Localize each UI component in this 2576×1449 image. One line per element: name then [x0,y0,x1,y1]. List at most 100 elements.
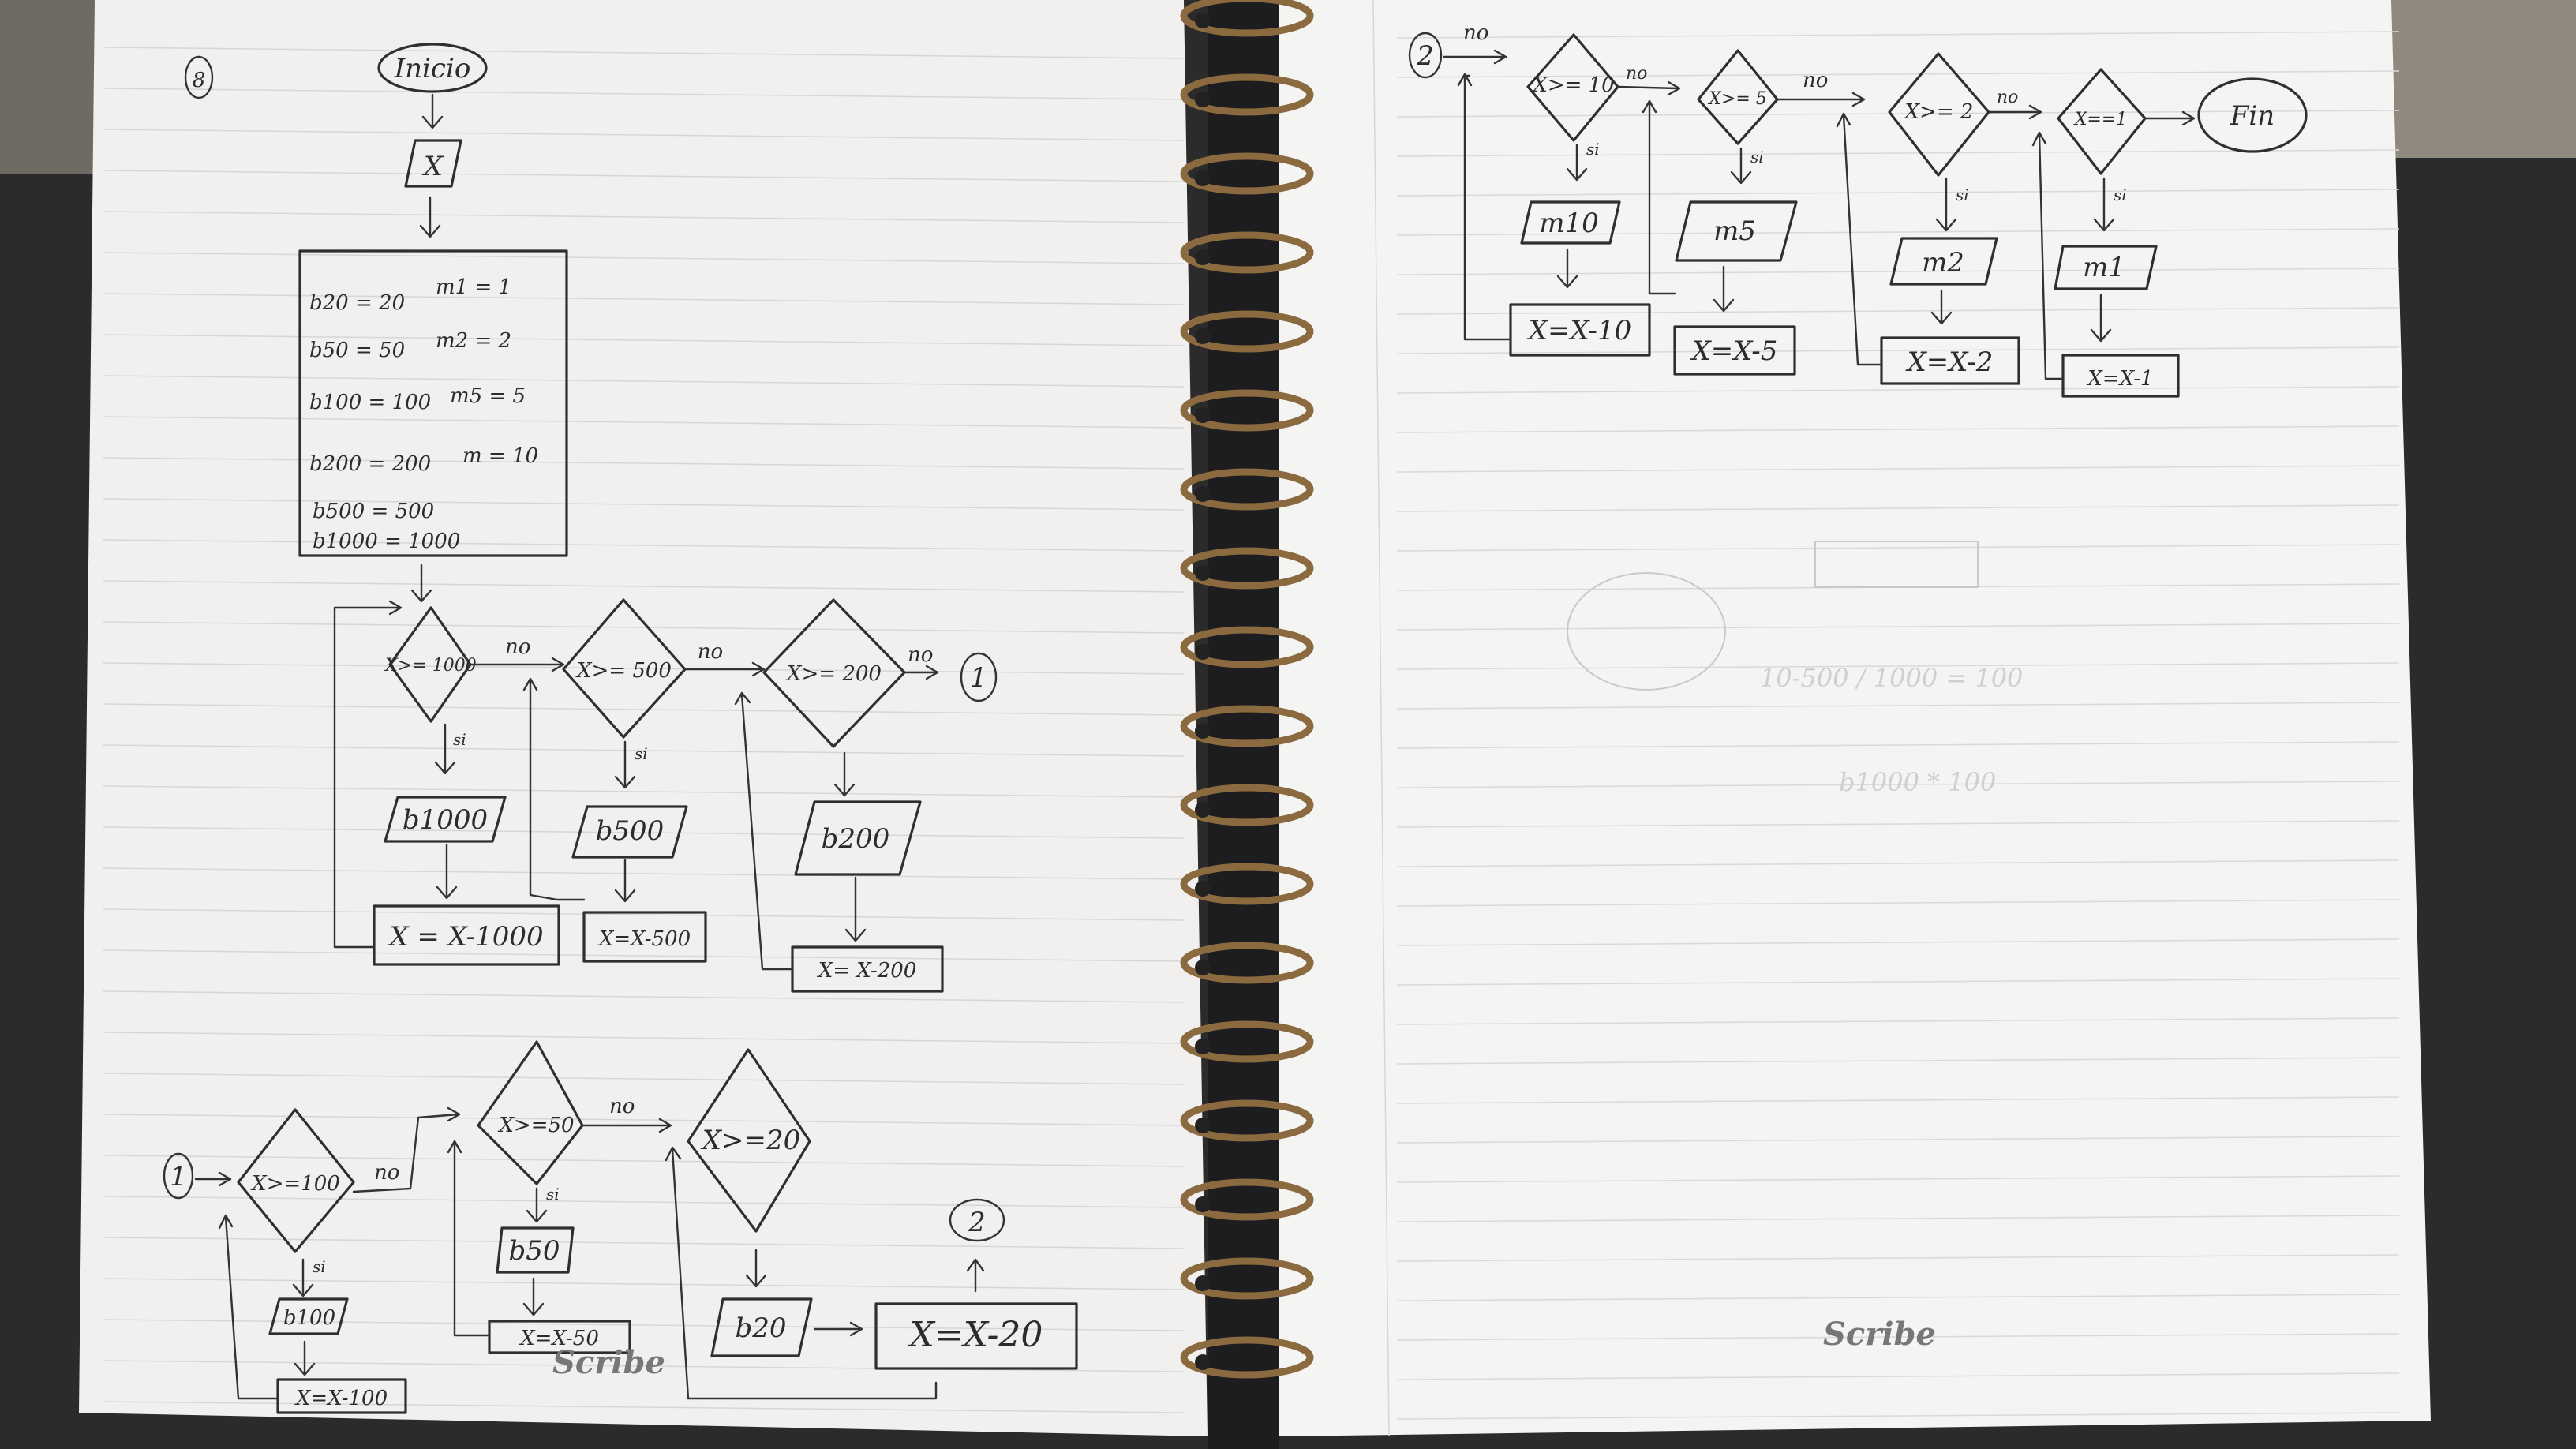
ruled-line [102,1196,1185,1208]
decision-x-2-label: X>= 2 [1904,100,1974,124]
ruled-line [1396,504,2400,512]
arrow-down-icon [1935,177,1957,232]
punch-hole [1195,486,1211,502]
update-x-20 [874,1302,1078,1370]
arrow-down-icon [833,751,856,797]
ruled-line [1396,859,2400,867]
decision-x-20 [687,1048,811,1233]
ruled-line [1396,110,2400,118]
spiral-coil [1180,231,1314,274]
decision-x-200-label: X>= 200 [785,662,882,686]
ruled-line [1396,346,2400,354]
update-x-5-label: X=X-5 [1690,335,1778,367]
arrow-right-icon [903,665,939,680]
punch-hole [1195,723,1211,739]
ruled-line [102,1360,1185,1372]
arrow-right-icon [469,657,565,672]
ruled-line [102,1073,1185,1085]
ruled-line [1396,1254,2400,1262]
output-b200 [794,800,922,876]
update-x-50 [488,1320,631,1354]
loop-back-50 [447,1140,491,1337]
output-m2 [1889,237,1998,286]
spiral-coil [1180,389,1314,432]
decision-x-eq-1-label: X==1 [2073,110,2128,129]
decision-x-5 [1697,49,1779,145]
output-b1000-label: b1000 [402,804,488,836]
arrow-down-icon [2090,294,2112,343]
ruled-line [102,211,1185,223]
yes-label: si [1586,140,1600,159]
spiral-coil [1180,626,1314,668]
spiral-coil [1180,468,1314,511]
update-x-500 [582,911,707,963]
arrow-down-icon [294,1340,316,1376]
right-page [1279,0,2431,1437]
loop-back-100 [218,1214,279,1400]
connector-1: 1 [970,662,987,694]
update-x-2-label: X=X-2 [1905,346,1994,378]
arrow-down-icon [421,93,444,129]
ruled-line [1396,978,2400,986]
arrow-down-icon [614,740,636,789]
decision-x-50-label: X>=50 [497,1114,574,1137]
ruled-line [1396,70,2400,78]
no-label: no [1803,69,1828,92]
decision-x-500-label: X>= 500 [575,659,672,683]
spiral-binding [1180,0,1314,1449]
output-m5-label: m5 [1713,215,1756,247]
connector-2b: 2 [1416,40,1434,72]
arrow-down-icon [1930,289,1953,325]
punch-hole [1195,881,1211,897]
no-label: no [1626,64,1647,84]
ruled-line [102,744,1185,757]
yes-label: si [453,730,466,749]
ruled-line [1396,149,2400,157]
left-page [79,0,1208,1436]
page-number: 8 [193,69,206,92]
arrow-right-icon [1776,92,1866,107]
punch-hole [1195,328,1211,344]
ruled-line [1396,623,2400,631]
loop-back-5 [1642,99,1676,295]
ruled-line [1396,899,2400,907]
right-flowchart: 2 no X>= 10 X>= 5 X>= 2 X==1 no no no Fi… [1408,21,2308,1353]
arrow-right-icon [1443,49,1507,65]
arrow-down-icon [844,876,867,942]
end-label: Fin [2230,100,2275,132]
connector-1b: 1 [170,1161,187,1193]
no-label: no [698,640,723,664]
arrow-down-icon [526,1187,548,1223]
spiral-coil [1180,784,1314,826]
page-number-circle [184,55,214,99]
faint-note-2: b1000 * 100 [1839,767,1996,797]
yes-label: si [635,744,648,763]
ruled-line [102,1401,1185,1413]
decision-x-10-label: X>= 10 [1531,73,1614,97]
update-x-2 [1880,336,2020,385]
output-b20 [710,1297,813,1357]
update-x-10 [1509,303,1651,357]
punch-hole [1195,565,1211,581]
update-x-1-label: X=X-1 [2086,367,2153,391]
ruled-line [1396,544,2400,552]
update-x-20-label: X=X-20 [908,1315,1043,1355]
ruled-line [102,1155,1185,1167]
output-m10-label: m10 [1539,208,1599,239]
update-x-100 [276,1378,407,1414]
ruled-line [1396,307,2400,315]
spiral-coil [1180,310,1314,353]
connector-2-circle [949,1198,1005,1242]
ruled-line [102,1237,1185,1249]
arrow-down-icon [419,196,441,238]
arrow-down-icon [436,843,458,900]
arrow-down-icon [1730,147,1752,185]
ruled-line [102,252,1185,264]
ruled-line [1396,386,2400,394]
spiral-coil [1180,1257,1314,1300]
ruled-line [102,293,1185,305]
loop-back-10 [1457,73,1512,341]
output-b1000 [384,796,507,843]
output-b500 [571,805,688,859]
ruled-line [102,662,1185,675]
